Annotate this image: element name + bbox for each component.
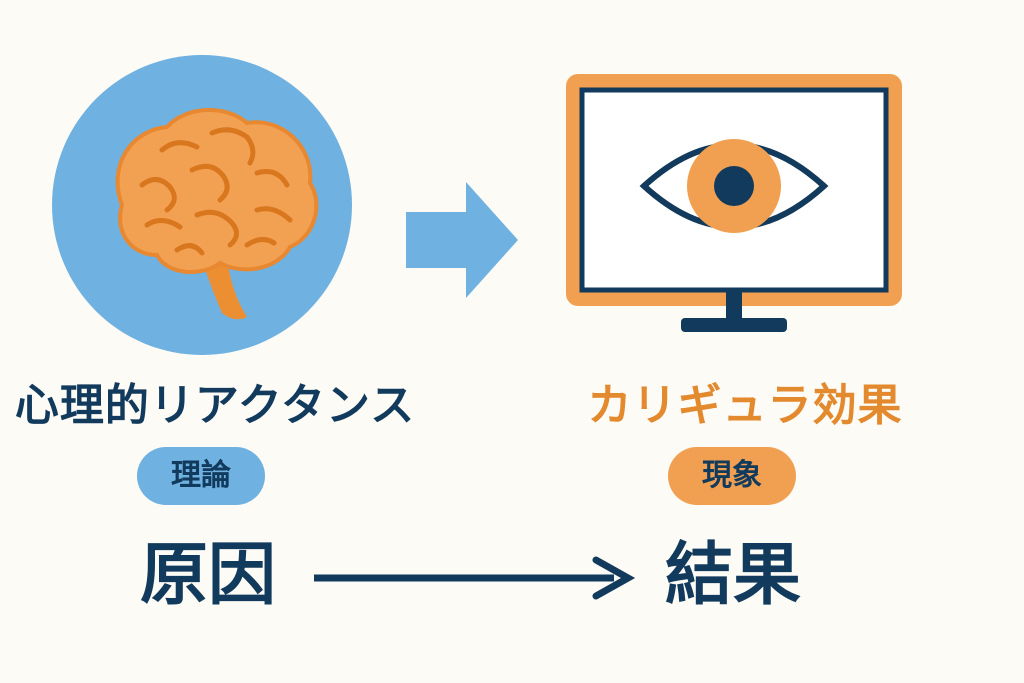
right-title: カリギュラ効果 (587, 380, 903, 431)
right-arrow-icon (406, 182, 518, 298)
phenomenon-badge: 現象 (668, 447, 796, 505)
monitor-eye-illustration (566, 74, 902, 332)
cause-effect-arrow-icon (314, 556, 636, 600)
brain-icon (115, 108, 319, 320)
effect-label: 結果 (665, 536, 802, 615)
monitor-eye-icon (566, 74, 902, 332)
brain-illustration (52, 55, 352, 355)
theory-badge: 理論 (137, 447, 265, 505)
cause-label: 原因 (140, 536, 277, 615)
left-title: 心理的リアクタンス (14, 380, 416, 431)
